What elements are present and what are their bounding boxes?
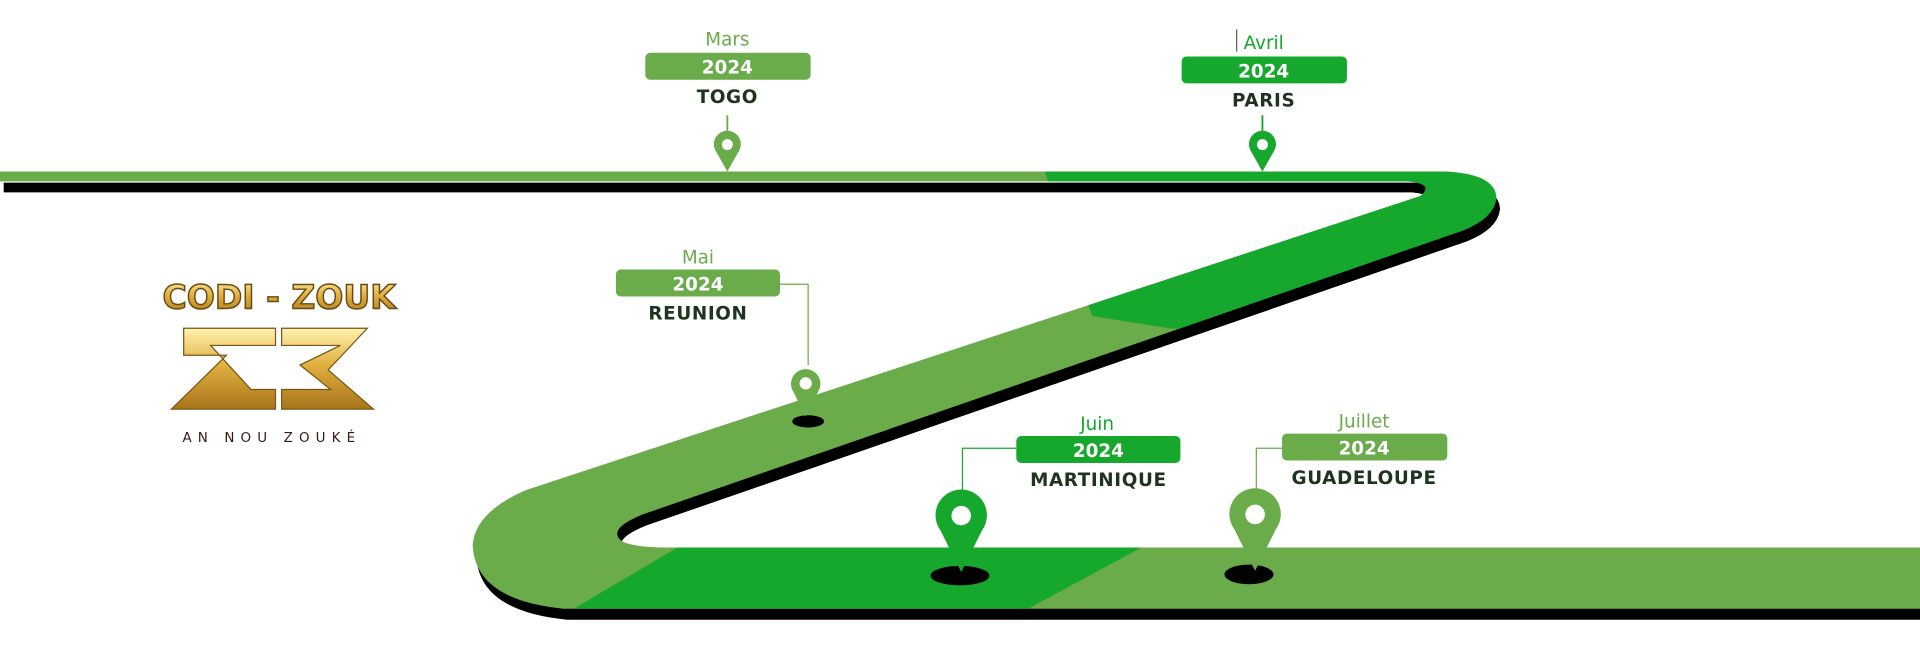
event-year: 2024 [1238, 61, 1289, 82]
year-badge [1181, 56, 1347, 84]
event-month: Mars [705, 29, 749, 50]
connector-line [961, 447, 1017, 493]
event-reunion[interactable]: Mai 2024 REUNION [615, 247, 825, 428]
map-pin-icon [713, 130, 741, 172]
connector-line [780, 283, 809, 366]
map-pin-icon [791, 369, 821, 417]
event-paris[interactable]: Avril 2024 PARIS [1181, 29, 1347, 172]
event-month: Juillet [1338, 411, 1390, 432]
event-place: TOGO [697, 87, 758, 108]
year-badge [645, 52, 811, 80]
event-month: Mai [682, 247, 714, 268]
year-badge [615, 269, 780, 297]
event-togo[interactable]: Mars 2024 TOGO [645, 29, 811, 172]
pin-hole [930, 565, 990, 586]
event-year: 2024 [1073, 441, 1124, 462]
event-year: 2024 [1339, 438, 1390, 459]
logo-title: CODI - ZOUK [163, 278, 398, 317]
year-badge [1016, 436, 1181, 463]
map-pin-icon [1248, 130, 1276, 172]
pin-hole [1224, 564, 1274, 585]
event-place: PARIS [1232, 91, 1295, 112]
event-place: REUNION [648, 304, 747, 325]
event-month: Juin [1079, 414, 1114, 435]
map-pin-icon [935, 489, 987, 572]
road-segment-bright-bottom [557, 538, 1158, 609]
event-place: MARTINIQUE [1030, 470, 1167, 491]
event-month: Avril [1244, 33, 1284, 54]
event-guadeloupe[interactable]: Juillet 2024 GUADELOUPE [1224, 411, 1448, 585]
event-year: 2024 [702, 58, 753, 79]
event-year: 2024 [672, 274, 723, 295]
road-surface [0, 171, 1920, 609]
connector-line [1255, 447, 1283, 493]
year-badge [1282, 433, 1448, 461]
map-pin-icon [1229, 488, 1281, 571]
logo: CODI - ZOUK AN NOU ZOUKÉ [162, 277, 398, 446]
logo-tagline: AN NOU ZOUKÉ [182, 428, 361, 446]
event-martinique[interactable]: Juin 2024 MARTINIQUE [930, 414, 1181, 586]
pin-hole [792, 415, 825, 428]
logo-monogram-icon [169, 327, 376, 410]
event-place: GUADELOUPE [1292, 468, 1437, 489]
